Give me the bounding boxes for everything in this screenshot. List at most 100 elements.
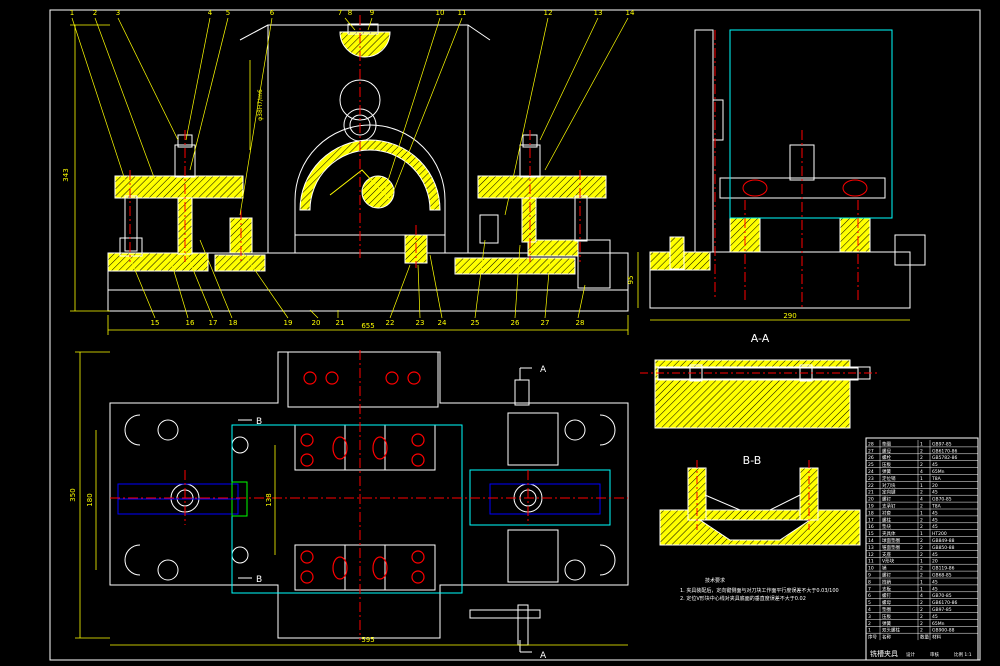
dim-bore: φ38H7/m6 [257,89,264,121]
bom-cell-std: GB97-85 [932,441,952,447]
balloon-15: 15 [151,319,160,327]
balloon-leaders [71,17,629,319]
balloon-14: 14 [626,9,635,17]
side-view [649,29,926,309]
bom-cell-name: 支承钉 [882,503,896,510]
front-view [107,23,629,312]
balloon-25: 25 [471,319,480,327]
bom-cell-no: 8 [868,579,871,585]
bom-cell-qty: 2 [920,524,923,530]
bom-header-cell: 名称 [882,634,891,641]
bom-cell-qty: 1 [920,531,923,537]
bom-cell-std: T8A [931,504,942,510]
bom-cell-no: 16 [868,524,874,530]
plan-body-outline [109,351,629,639]
bom-cell-name: V形块 [882,558,895,565]
bom-header-cell: 序号 [868,634,877,641]
bom-cell-no: 20 [868,497,874,503]
drawing-frame [49,9,981,661]
bom-cell-name: 销 [882,565,887,572]
side-hidden-lines [729,29,893,219]
bom-cell-qty: 1 [920,579,923,585]
bom-cell-no: 5 [868,600,871,606]
bom-cell-name: 压板 [882,461,891,468]
bom-cell-name: 对刀块 [882,482,896,489]
bom-cell-std: 65Mn [932,469,945,475]
cut-label-a-bottom: A [540,651,547,661]
balloon-13: 13 [594,9,603,17]
balloon-10: 10 [436,9,445,17]
bom-cell-qty: 4 [920,593,923,599]
bom-cell-std: GB849-88 [932,538,955,544]
bom-cell-qty: 2 [920,621,923,627]
bom-cell-name: 挡销 [882,578,891,585]
balloon-27: 27 [541,319,550,327]
front-dimensions [70,24,629,335]
bom-cell-name: 定向键 [882,489,896,496]
bom-cell-std: GB6170-86 [932,600,958,606]
bom-cell-qty: 2 [920,462,923,468]
arch-block [294,124,446,236]
bom-cell-no: 21 [868,490,874,496]
bom-cell-no: 28 [868,441,874,447]
bom-cell-name: 螺母 [882,447,891,454]
bom-cell-name: 螺钉 [882,592,891,599]
bom-header-cell: 材料 [932,634,941,641]
bom-cell-qty: 2 [920,628,923,634]
bom-cell-qty: 1 [920,441,923,447]
bom-cell-std: 45 [932,524,938,530]
balloon-12: 12 [544,9,553,17]
bom-cell-std: 45 [932,517,938,523]
section-b-b [659,467,861,546]
bom-cell-name: 定位销 [882,475,896,482]
right-clamp [477,175,607,199]
bom-cell-std: 20 [932,483,938,489]
bom-cell-qty: 1 [920,510,923,516]
bom-cell-name: 弹簧 [882,468,891,475]
bom-cell-no: 4 [868,607,871,613]
bom-cell-no: 17 [868,517,874,523]
balloon-4: 4 [208,9,213,17]
balloon-16: 16 [186,319,195,327]
dim-front-width: 655 [361,322,374,330]
bom-cell-name: 螺母 [882,599,891,606]
bom-cell-std: 20 [932,559,938,565]
bom-cell-qty: 2 [920,600,923,606]
bom-cell-name: 螺栓 [882,454,891,461]
plan-bolts [300,371,425,584]
section-a-a-label: A-A [751,332,770,345]
bom-cell-no: 9 [868,573,871,579]
bom-cell-no: 14 [868,538,874,544]
bom-cell-no: 7 [868,586,871,592]
bom-cell-name: 锥面垫圈 [882,544,900,551]
bom-cell-name: 双头螺柱 [882,627,900,634]
bom-cell-qty: 2 [920,614,923,620]
balloon-22: 22 [386,319,395,327]
balloon-9: 9 [370,9,374,17]
side-dimensions [637,252,910,321]
bom-cell-name: 垫块 [882,523,891,530]
bom-cell-std: GB97-85 [932,607,952,613]
bom-cell-std: GB119-86 [932,566,955,572]
bom-cell-name: 螺钉 [882,572,891,579]
technical-notes: 技术要求 1. 夹具装配后，定向键侧面与对刀块工作面平行度误差不大于0.03/1… [680,577,839,602]
dim-plan-center: 138 [265,493,273,506]
balloons-top: 1 2 3 4 5 6 7 8 9 10 11 12 13 14 [70,9,635,17]
bom-cell-name: 弹簧 [882,620,891,627]
dim-side-height: 95 [627,276,635,285]
balloon-17: 17 [209,319,218,327]
bom-cell-name: 夹具体 [882,530,896,537]
bom-cell-std: 45 [932,462,938,468]
balloon-20: 20 [312,319,321,327]
bom-cell-no: 23 [868,476,874,482]
balloon-8: 8 [348,9,352,17]
bom-cell-std: T8A [931,476,942,482]
bom-cell-no: 22 [868,483,874,489]
bom-cell-std: 45 [932,490,938,496]
balloon-2: 2 [93,9,97,17]
dim-plan-width: 595 [361,636,374,644]
bom-cell-name: 支板 [882,585,891,592]
bom-cell-name: 衬套 [882,509,891,516]
balloon-23: 23 [416,319,425,327]
